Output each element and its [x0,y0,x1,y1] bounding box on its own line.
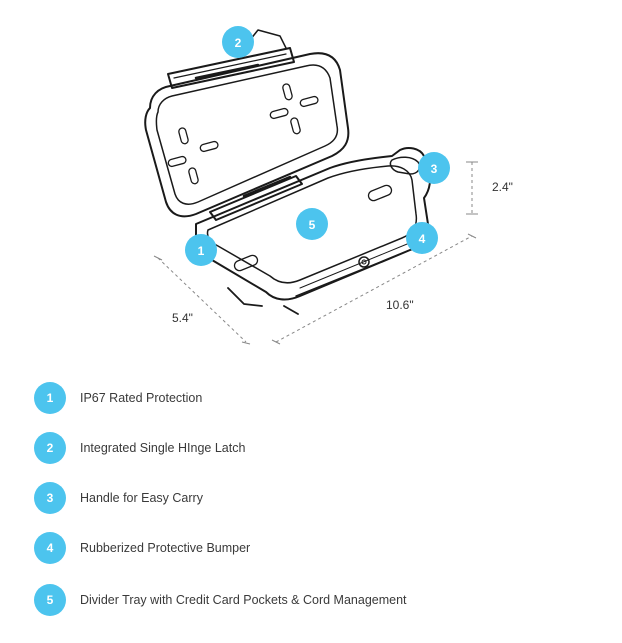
legend-label: Rubberized Protective Bumper [80,541,251,555]
lid-shell [144,52,350,218]
svg-text:1: 1 [198,244,205,258]
svg-text:3: 3 [431,162,438,176]
legend-badge: 5 [34,584,66,616]
svg-text:4: 4 [419,232,426,246]
callout-4: 4 [406,222,438,254]
svg-text:5: 5 [309,218,316,232]
case-illustration: 2.4" 5.4" 10.6" 2 3 5 1 4 [144,26,513,345]
legend-badge: 3 [34,482,66,514]
callout-1: 1 [185,234,217,266]
legend-label: Handle for Easy Carry [80,491,203,505]
svg-text:2: 2 [235,36,242,50]
legend-badge: 4 [34,532,66,564]
legend-item: 1 IP67 Rated Protection [34,382,202,414]
legend-item: 4 Rubberized Protective Bumper [34,532,250,564]
legend-label: IP67 Rated Protection [80,391,203,405]
height-dimension: 2.4" [492,180,513,194]
callout-2: 2 [222,26,254,58]
callout-5: 5 [296,208,328,240]
legend-item: 5 Divider Tray with Credit Card Pockets … [34,584,407,616]
legend-label: Integrated Single HInge Latch [80,441,246,455]
hinge-latch [167,29,295,89]
legend-label: Divider Tray with Credit Card Pockets & … [80,593,407,607]
dimension-lines [157,162,473,343]
length-dimension: 10.6" [386,298,414,312]
legend-item: 2 Integrated Single HInge Latch [34,432,245,464]
legend-badge: 1 [34,382,66,414]
legend-badge: 2 [34,432,66,464]
width-dimension: 5.4" [172,311,193,325]
callout-3: 3 [418,152,450,184]
case-diagram: 2.4" 5.4" 10.6" 2 3 5 1 4 [144,26,513,345]
legend-item: 3 Handle for Easy Carry [34,482,203,514]
